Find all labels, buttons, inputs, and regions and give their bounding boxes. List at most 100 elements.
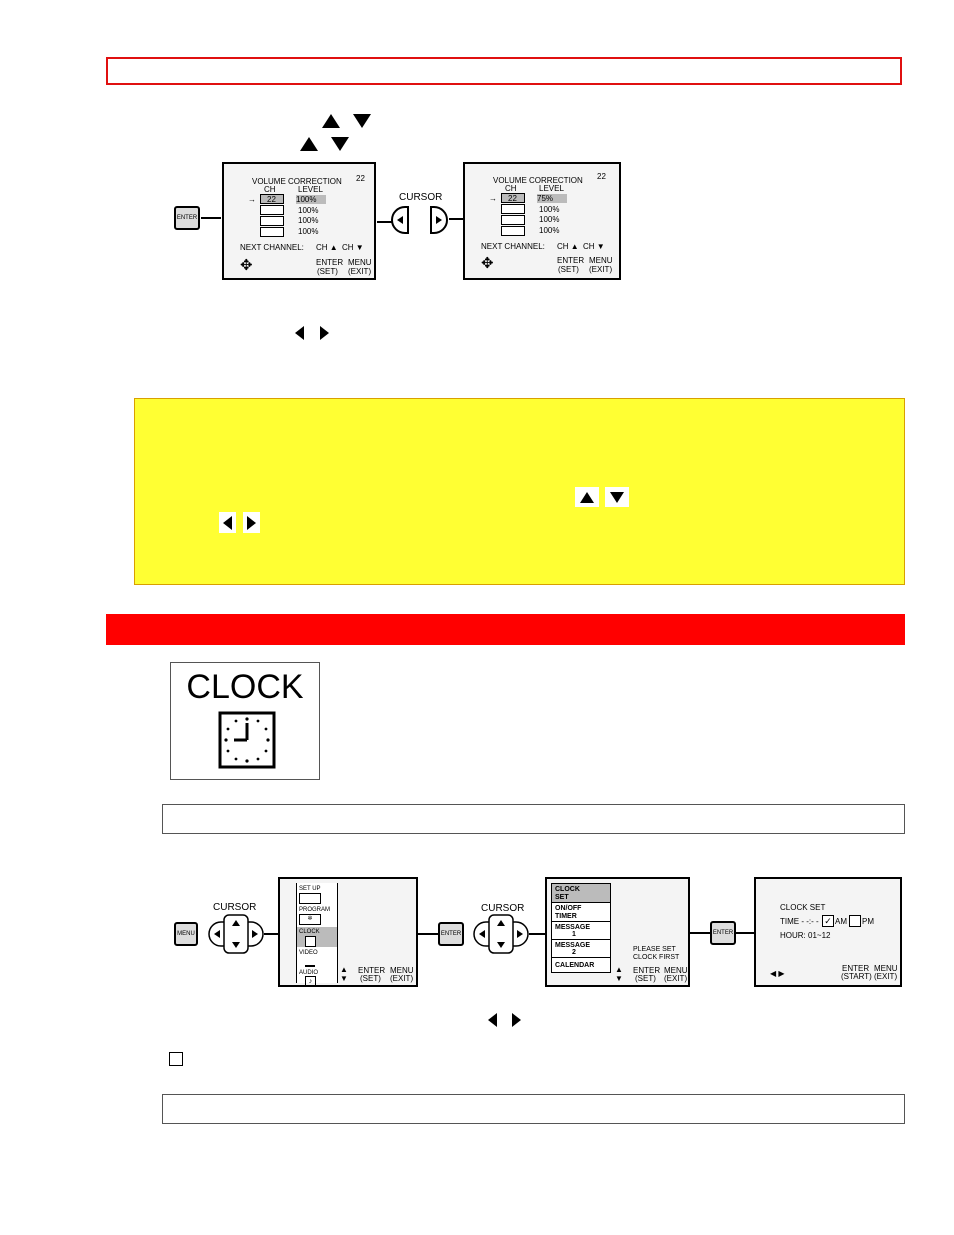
submenu-item-highlight [552,884,610,902]
submenu-on-off-timer: ON/OFF [555,905,582,912]
ch-up-label: CH ▲ [316,243,338,252]
submenu-message-1: MESSAGE [555,924,591,931]
subsection-box [162,804,905,834]
menu-item-video: VIDEO [299,950,318,956]
flow-arrow [377,221,392,223]
divider [552,939,610,940]
level-cell: 100% [296,195,326,204]
column-level: LEVEL [298,185,323,194]
clock-set-screen: CLOCK SET TIME - -:- - ✓ AM PM HOUR: 01~… [754,877,902,987]
channel-number: 22 [356,174,365,183]
up-arrow-icon [575,487,599,507]
down-arrow-icon [353,114,371,133]
cursor-pad-icon [208,914,264,954]
submenu-clock-set-line2: SET [555,894,569,901]
set-label: (SET) [360,974,381,983]
screen-title: VOLUME CORRECTION [252,177,342,186]
screen-title: VOLUME CORRECTION [493,176,583,185]
checkbox-icon [169,1052,183,1066]
ch-up-label: CH ▲ [557,242,579,251]
please-set-label: PLEASE SET [633,946,676,953]
clock-menu-screen: CLOCK SET ON/OFF TIMER MESSAGE 1 MESSAGE… [545,877,690,987]
flow-arrow [449,218,463,220]
level-cell: 100% [539,215,560,224]
flow-arrow [529,933,545,935]
column-level: LEVEL [539,184,564,193]
left-right-arrows-icon: ◀ ▶ [770,969,785,978]
exit-label: (EXIT) [348,267,372,276]
exit-label: (EXIT) [664,974,688,983]
menu-item-audio: AUDIO [299,970,319,976]
menu-item-program: PROGRAM [299,907,331,913]
ch-down-label: CH ▼ [342,243,364,252]
video-icon [305,957,315,967]
menu-label: MENU [664,966,688,975]
ch-cell: 22 [260,194,284,204]
divider [552,921,610,922]
exit-label: (EXIT) [874,972,898,981]
flow-arrow [690,932,710,934]
menu-item-setup: SET UP [299,886,321,892]
level-cell: 75% [537,194,567,203]
menu-label: MENU [874,964,898,973]
flow-arrow [418,933,438,935]
enter-button: ENTER [438,922,464,946]
hour-range: HOUR: 01~12 [780,931,831,940]
menu-label: MENU [348,258,372,267]
clock-first-label: CLOCK FIRST [633,954,680,961]
ch-cell [501,215,525,225]
up-down-arrows-icon: ▲▼ [615,965,623,983]
ch-cell [260,216,284,226]
ch-down-label: CH ▼ [583,242,605,251]
enter-label: ENTER [316,258,344,267]
pointer-arrow-icon: → [489,194,497,203]
audio-icon: ♪ [305,976,316,987]
level-cell: 100% [298,206,319,215]
ch-cell: 22 [501,193,525,203]
subsection-box [162,1094,905,1124]
clock-icon [305,936,316,947]
cursor-right-button [430,206,448,234]
column-ch: CH [264,185,276,194]
menu-label: MENU [589,256,613,265]
divider [552,902,610,903]
right-arrow-icon [512,1013,521,1032]
down-arrow-icon [605,487,629,507]
menu-item-clock: CLOCK [299,929,320,935]
set-label: (SET) [317,267,338,276]
submenu-message-2-line2: 2 [572,949,576,956]
ch-cell [260,205,284,215]
menu-button: MENU [174,922,198,946]
exit-label: (EXIT) [390,974,414,983]
clock-submenu-list: CLOCK SET ON/OFF TIMER MESSAGE 1 MESSAGE… [551,883,611,973]
pm-checkbox [849,915,861,927]
up-arrow-icon [322,114,340,133]
divider [552,957,610,958]
cross-arrows-icon: ✥ [481,255,494,272]
down-arrow-icon [331,137,349,156]
program-icon: ✲ [299,914,321,925]
time-value: TIME - -:- - [780,917,819,926]
submenu-calendar: CALENDAR [555,962,595,969]
clock-set-title: CLOCK SET [780,903,826,912]
submenu-message-2: MESSAGE [555,942,591,949]
left-arrow-icon [488,1013,497,1032]
start-label: (START) [841,972,872,981]
enter-button: ENTER [710,921,736,945]
am-checkbox: ✓ [822,915,834,927]
section-title-bar [106,614,905,645]
set-label: (SET) [558,265,579,274]
enter-label: ENTER [842,964,870,973]
cursor-left-button [391,206,409,234]
note-box [134,398,905,585]
cross-arrows-icon: ✥ [240,257,253,274]
enter-button: ENTER [174,206,200,230]
flow-arrow [736,932,754,934]
cursor-pad-icon [473,914,529,954]
enter-label: ENTER [557,256,585,265]
section-header-box [106,57,902,85]
column-ch: CH [505,184,517,193]
ch-cell [501,226,525,236]
enter-label: ENTER [633,966,661,975]
volume-correction-screen-2: VOLUME CORRECTION 22 CH LEVEL → 22 75% 1… [463,162,621,280]
